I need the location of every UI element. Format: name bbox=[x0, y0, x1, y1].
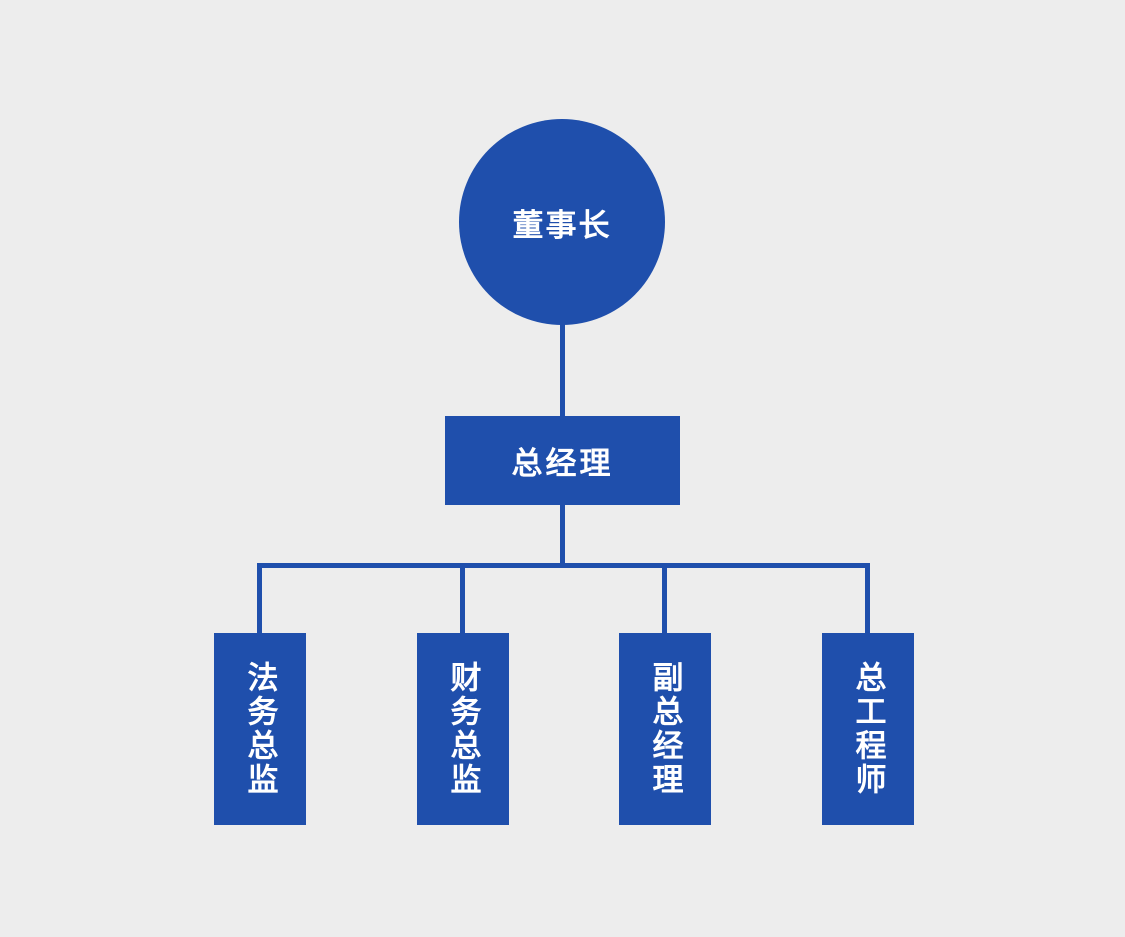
node-finance-director-label: 财务总监 bbox=[445, 661, 481, 797]
node-legal-director-label: 法务总监 bbox=[242, 661, 278, 797]
node-deputy-general-manager[interactable]: 副总经理 bbox=[619, 633, 711, 825]
connector-chairman-to-general-manager bbox=[560, 322, 565, 418]
connector-general-manager-trunk bbox=[560, 503, 565, 565]
node-chief-engineer-label: 总工程师 bbox=[850, 661, 886, 797]
connector-drop-legal-director bbox=[257, 563, 262, 635]
connector-drop-deputy-general-manager bbox=[662, 563, 667, 635]
node-chairman-label: 董事长 bbox=[512, 207, 612, 243]
node-finance-director[interactable]: 财务总监 bbox=[417, 633, 509, 825]
node-legal-director[interactable]: 法务总监 bbox=[214, 633, 306, 825]
node-chairman[interactable]: 董事长 bbox=[459, 119, 665, 325]
node-general-manager[interactable]: 总经理 bbox=[445, 416, 680, 505]
node-chief-engineer[interactable]: 总工程师 bbox=[822, 633, 914, 825]
connector-drop-chief-engineer bbox=[865, 563, 870, 635]
connector-horizontal-bar bbox=[259, 563, 868, 568]
node-general-manager-label: 总经理 bbox=[511, 446, 614, 481]
connector-drop-finance-director bbox=[460, 563, 465, 635]
node-deputy-general-manager-label: 副总经理 bbox=[647, 661, 683, 797]
